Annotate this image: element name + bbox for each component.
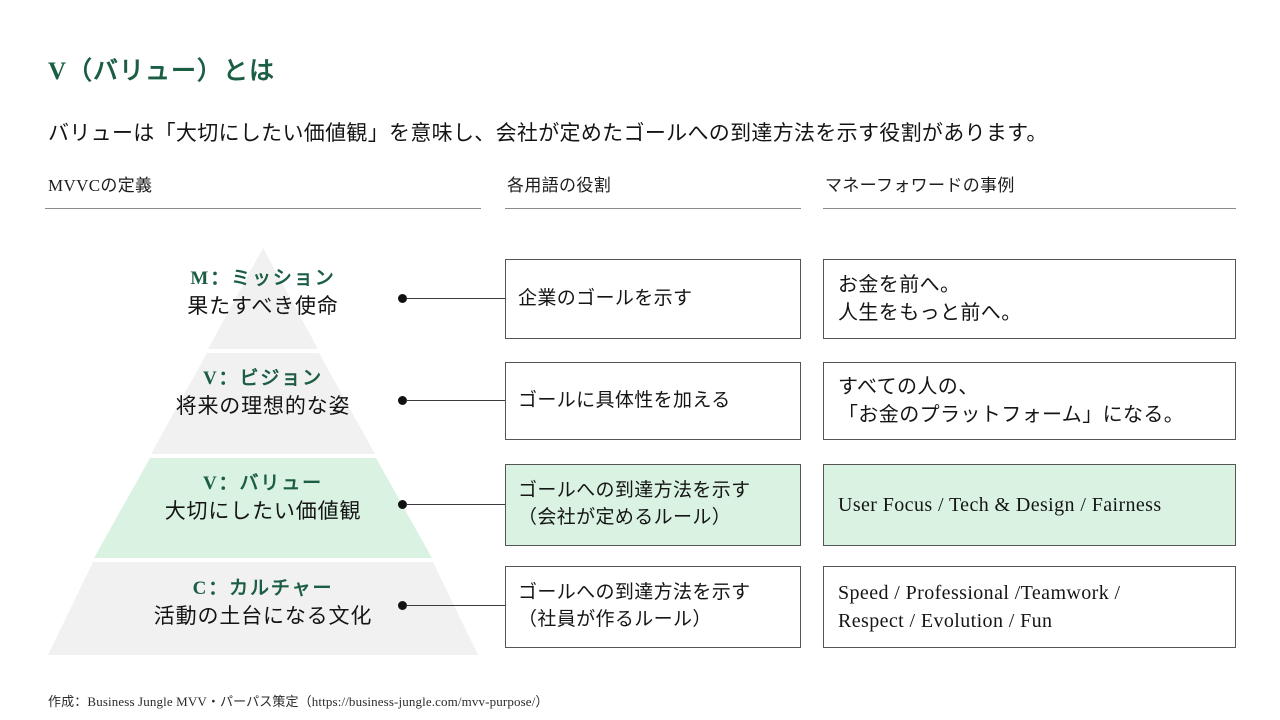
column-header-example: マネーフォワードの事例 [825, 176, 1015, 195]
connector-line [406, 605, 506, 606]
pyramid-label-culture: C：カルチャー 活動の土台になる文化 [48, 576, 478, 631]
pyramid-label-key: V：バリュー [202, 473, 324, 494]
connector-dot [398, 396, 407, 405]
role-text: ゴールへの到達方法を示す （社員が作るルール） [518, 582, 751, 630]
example-box-value: User Focus / Tech & Design / Fairness [823, 464, 1236, 546]
example-box-mission: お金を前へ。 人生をもっと前へ。 [823, 259, 1236, 339]
example-box-vision: すべての人の、 「お金のプラットフォーム」になる。 [823, 362, 1236, 440]
connector-dot [398, 601, 407, 610]
role-box-vision: ゴールに具体性を加える [505, 362, 801, 440]
role-box-mission: 企業のゴールを示す [505, 259, 801, 339]
connector-line [406, 298, 506, 299]
connector-dot [398, 294, 407, 303]
column-header-role: 各用語の役割 [507, 176, 612, 195]
pyramid-label-desc: 大切にしたい価値観 [164, 499, 362, 524]
header-rule-definition [45, 208, 481, 209]
role-text: ゴールに具体性を加える [518, 389, 731, 411]
connector-dot [398, 500, 407, 509]
pyramid-label-desc: 活動の土台になる文化 [153, 604, 373, 629]
page-lede: バリューは「大切にしたい価値観」を意味し、会社が定めたゴールへの到達方法を示す役… [48, 121, 1048, 145]
role-text: 企業のゴールを示す [518, 287, 693, 309]
pyramid-label-vision: V：ビジョン 将来の理想的な姿 [48, 366, 478, 421]
pyramid-label-value: V：バリュー 大切にしたい価値観 [48, 471, 478, 526]
pyramid-label-mission: M：ミッション 果たすべき使命 [48, 266, 478, 321]
pyramid-label-desc: 将来の理想的な姿 [175, 394, 351, 419]
column-header-definition: MVVCの定義 [48, 176, 153, 195]
pyramid-label-key: V：ビジョン [202, 368, 324, 389]
example-text: User Focus / Tech & Design / Fairness [838, 493, 1162, 516]
role-box-value: ゴールへの到達方法を示す （会社が定めるルール） [505, 464, 801, 546]
page-title: V（バリュー）とは [48, 57, 276, 85]
connector-line [406, 400, 506, 401]
source-footnote: 作成：Business Jungle MVV・パーパス策定（https://bu… [48, 694, 549, 709]
role-box-culture: ゴールへの到達方法を示す （社員が作るルール） [505, 566, 801, 648]
example-text: お金を前へ。 人生をもっと前へ。 [838, 273, 1022, 324]
pyramid-label-key: C：カルチャー [192, 578, 334, 599]
header-rule-role [505, 208, 801, 209]
role-text: ゴールへの到達方法を示す （会社が定めるルール） [518, 480, 751, 528]
example-box-culture: Speed / Professional /Teamwork / Respect… [823, 566, 1236, 648]
example-text: すべての人の、 「お金のプラットフォーム」になる。 [838, 375, 1185, 426]
pyramid-label-desc: 果たすべき使命 [187, 294, 339, 319]
example-text: Speed / Professional /Teamwork / Respect… [838, 581, 1121, 632]
connector-line [406, 504, 506, 505]
pyramid-label-key: M：ミッション [190, 268, 336, 289]
header-rule-example [823, 208, 1236, 209]
